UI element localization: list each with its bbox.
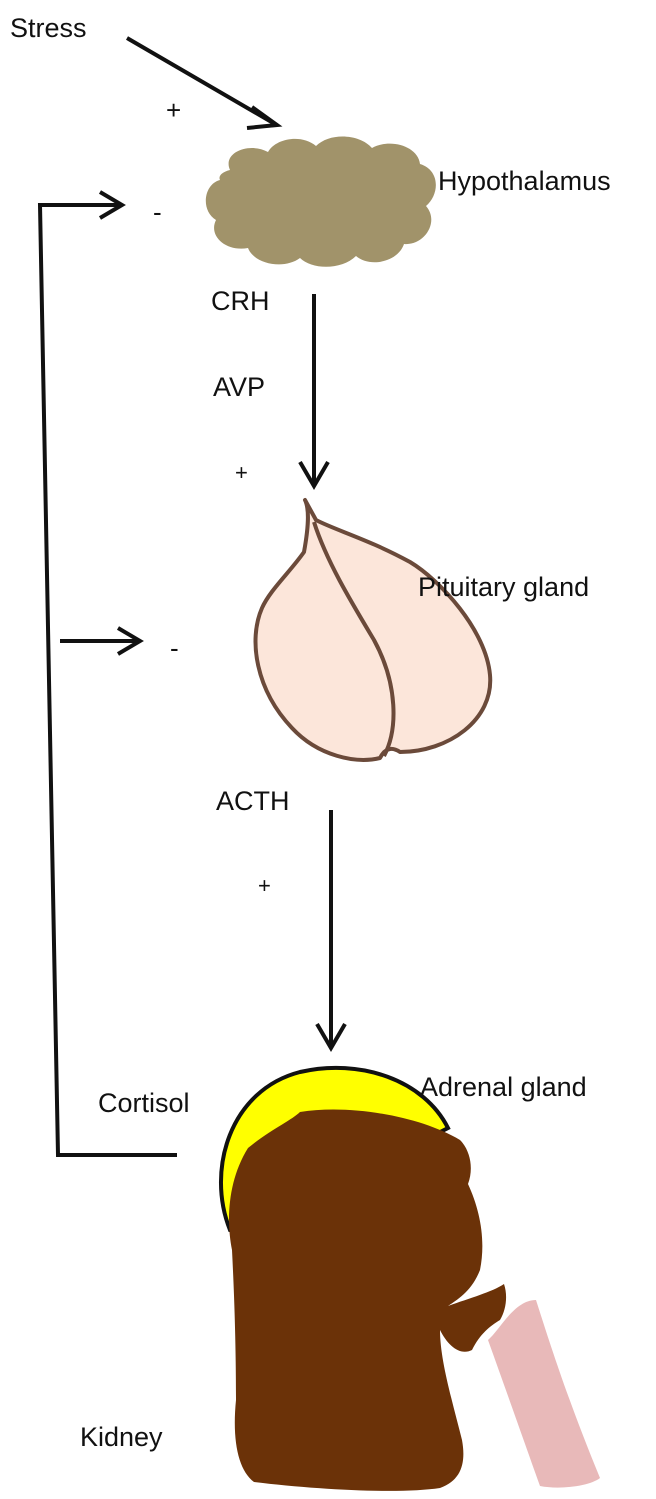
pituitary-minus-sign: - [170,633,179,663]
cortisol-feedback-line [40,205,177,1155]
crh-label: CRH [211,286,270,316]
pituitary-label: Pituitary gland [418,572,589,602]
hypothalamus-label: Hypothalamus [438,166,611,196]
avp-label: AVP [213,372,265,402]
ureter-shape [488,1300,600,1488]
kidney-shape [229,1110,506,1491]
acth-plus-sign: + [258,873,271,898]
hypothalamus-minus-sign: - [153,197,162,227]
stress-label: Stress [10,13,87,43]
adrenal-label: Adrenal gland [420,1072,587,1102]
stress-arrow [127,38,275,124]
acth-label: ACTH [216,786,290,816]
pituitary-gland-shape [255,500,490,760]
cortisol-label: Cortisol [98,1088,190,1118]
hypothalamus-shape [206,136,436,266]
stress-plus-sign: + [166,95,181,125]
kidney-label: Kidney [80,1422,163,1452]
crh-plus-sign: + [235,460,248,485]
